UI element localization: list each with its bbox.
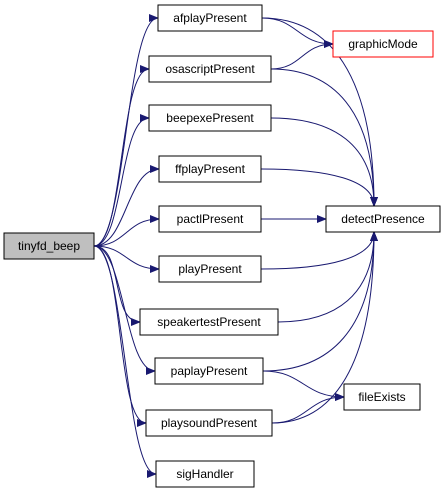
node-label: ffplayPresent — [175, 162, 245, 176]
node-label: beepexePresent — [166, 111, 254, 125]
edge-tinyfd-beep-to-playsound-present — [93, 245, 147, 427]
node-osascript-present[interactable]: osascriptPresent — [148, 55, 272, 83]
node-afplay-present[interactable]: afplayPresent — [157, 4, 263, 32]
node-label: afplayPresent — [173, 11, 247, 25]
edge-paplay-present-to-file-exists — [262, 370, 345, 401]
node-beepexe-present[interactable]: beepexePresent — [148, 104, 272, 132]
edge-ffplay-present-to-detect-presence — [260, 168, 378, 207]
node-label: osascriptPresent — [165, 62, 255, 76]
edge-tinyfd-beep-to-afplay-present — [93, 14, 159, 247]
node-box — [158, 155, 262, 183]
edge-osascript-present-to-detect-presence — [270, 68, 378, 207]
node-box — [343, 383, 421, 411]
node-sig-handler[interactable]: sigHandler — [155, 460, 255, 488]
node-box — [155, 460, 255, 488]
edge-speakertest-present-to-detect-presence — [277, 231, 378, 323]
node-tinyfd-beep[interactable]: tinyfd_beep — [3, 232, 95, 260]
node-label: paplayPresent — [171, 364, 248, 378]
edge-tinyfd-beep-to-speakertest-present — [93, 245, 141, 326]
node-box — [332, 30, 434, 58]
node-paplay-present[interactable]: paplayPresent — [154, 357, 264, 385]
edge-playsound-present-to-detect-presence — [271, 231, 378, 424]
edge-tinyfd-beep-to-pactl-present — [93, 215, 160, 247]
node-pactl-present[interactable]: pactlPresent — [158, 205, 262, 233]
node-box — [158, 255, 262, 283]
edge-afplay-present-to-graphic-mode — [261, 17, 334, 48]
node-play-present[interactable]: playPresent — [158, 255, 262, 283]
node-label: graphicMode — [348, 37, 418, 51]
edges — [93, 14, 378, 478]
node-label: playPresent — [178, 262, 242, 276]
edge-beepexe-present-to-detect-presence — [270, 117, 378, 207]
edge-tinyfd-beep-to-beepexe-present — [93, 114, 150, 247]
nodes: tinyfd_beep afplayPresent osascriptPresent… — [3, 4, 441, 488]
node-label: detectPresence — [341, 212, 425, 226]
edge-play-present-to-detect-presence — [260, 231, 378, 270]
edge-afplay-present-to-detect-presence — [261, 17, 378, 207]
node-box — [148, 55, 272, 83]
node-graphic-mode[interactable]: graphicMode — [332, 30, 434, 58]
edge-tinyfd-beep-to-ffplay-present — [93, 165, 160, 247]
edge-tinyfd-beep-to-osascript-present — [93, 65, 150, 247]
node-box — [145, 409, 273, 437]
node-file-exists[interactable]: fileExists — [343, 383, 421, 411]
node-label: speakertestPresent — [157, 315, 261, 329]
node-label: sigHandler — [176, 467, 233, 481]
node-box — [158, 205, 262, 233]
node-ffplay-present[interactable]: ffplayPresent — [158, 155, 262, 183]
node-box — [139, 308, 279, 336]
edge-tinyfd-beep-to-sig-handler — [93, 245, 157, 478]
node-playsound-present[interactable]: playsoundPresent — [145, 409, 273, 437]
node-speakertest-present[interactable]: speakertestPresent — [139, 308, 279, 336]
edge-osascript-present-to-graphic-mode — [270, 40, 334, 70]
node-box — [148, 104, 272, 132]
node-label: fileExists — [358, 390, 405, 404]
edge-playsound-present-to-file-exists — [271, 393, 345, 424]
node-box — [325, 205, 441, 233]
node-label: playsoundPresent — [161, 416, 258, 430]
edge-tinyfd-beep-to-play-present — [93, 245, 160, 273]
node-label: tinyfd_beep — [18, 239, 80, 253]
edge-paplay-present-to-detect-presence — [262, 231, 378, 372]
node-detect-presence[interactable]: detectPresence — [325, 205, 441, 233]
node-box — [3, 232, 95, 260]
edge-tinyfd-beep-to-paplay-present — [93, 245, 156, 375]
node-box — [154, 357, 264, 385]
node-box — [157, 4, 263, 32]
node-label: pactlPresent — [177, 212, 244, 226]
